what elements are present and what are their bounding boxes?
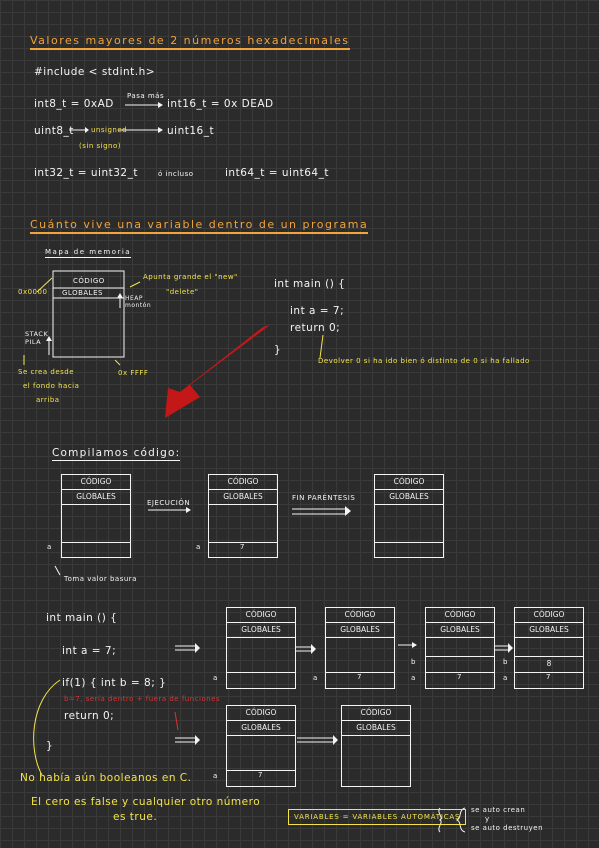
var-b: b: [411, 658, 416, 666]
globales-cell: GLOBALES: [342, 721, 410, 736]
memory-box: CÓDIGO GLOBALES: [341, 705, 411, 787]
bool-note1: No había aún booleanos en C.: [20, 772, 192, 784]
sec4-code5: }: [46, 740, 54, 752]
stack-cell: [227, 642, 295, 673]
globales-cell: GLOBALES: [227, 721, 295, 736]
var-a: a: [503, 674, 508, 682]
sec4-code1: int main () {: [46, 612, 118, 624]
var-a: a: [411, 674, 416, 682]
var-b: b: [503, 658, 508, 666]
val-7: 7: [240, 543, 245, 551]
stack-note1: Se crea desde: [18, 368, 75, 376]
bool-note3: es true.: [113, 811, 158, 823]
sec4-code2: int a = 7;: [62, 645, 117, 657]
memory-box: CÓDIGO GLOBALES 7: [425, 607, 495, 689]
codigo-cell: CÓDIGO: [209, 475, 277, 490]
memory-box: CÓDIGO GLOBALES 8 7: [514, 607, 584, 689]
brace-note2: y: [485, 815, 490, 823]
stack-cell: [426, 642, 494, 657]
arrow-label-fin: FIN PARÉNTESIS: [292, 494, 356, 502]
val-7: 7: [258, 771, 263, 779]
var-a: a: [313, 674, 318, 682]
var-a: a: [47, 543, 52, 551]
line3-right: int64_t = uint64_t: [225, 167, 329, 179]
var-a: a: [213, 772, 218, 780]
line2-note2: (sin signo): [79, 142, 121, 150]
stack-cell: [227, 740, 295, 771]
line2-note: unsigned: [91, 126, 128, 134]
line3-mid: ó incluso: [158, 170, 194, 178]
memory-box: CÓDIGO GLOBALES: [226, 607, 296, 689]
line1-arrow-label: Pasa más: [127, 92, 165, 100]
brace-note1: se auto crean: [471, 806, 526, 814]
stack-cell: [426, 657, 494, 673]
codigo-cell: CÓDIGO: [227, 608, 295, 623]
section2-title: Cuánto vive una variable dentro de un pr…: [30, 218, 369, 234]
memory-box: CÓDIGO GLOBALES 7: [325, 607, 395, 689]
line1-right: int16_t = 0x DEAD: [167, 98, 274, 110]
globales-cell: GLOBALES: [227, 623, 295, 638]
heap-label: HEAP montón: [125, 295, 152, 309]
return-note: Devolver 0 si ha ido bien ó distinto de …: [318, 357, 530, 365]
pointer-note2: "delete": [166, 288, 199, 296]
memory-box: CÓDIGO GLOBALES 7: [226, 705, 296, 787]
bool-note2: El cero es false y cualquier otro número: [31, 796, 261, 808]
line2-right: uint16_t: [167, 125, 215, 137]
include-line: #include < stdint.h>: [34, 66, 156, 78]
pointer-note1: Apunta grande el "new": [143, 273, 238, 281]
section1-title: Valores mayores de 2 números hexadecimal…: [30, 34, 350, 50]
line1-left: int8_t = 0xAD: [34, 98, 114, 110]
codigo-cell: CÓDIGO: [342, 706, 410, 721]
addr-top: 0x0000: [18, 288, 48, 296]
val-7: 7: [546, 673, 551, 681]
codigo-cell: CÓDIGO: [326, 608, 394, 623]
codigo-cell: CÓDIGO: [375, 475, 443, 490]
memory-map-subtitle: Mapa de memoria: [45, 248, 132, 258]
mem-globales: GLOBALES: [62, 289, 103, 297]
stack-note3: arriba: [36, 396, 60, 404]
codigo-cell: CÓDIGO: [62, 475, 130, 490]
sec2-code1: int main () {: [274, 278, 346, 290]
memory-box: CÓDIGO GLOBALES: [61, 474, 131, 558]
line2-left: uint8_t: [34, 125, 74, 137]
val-7: 7: [357, 673, 362, 681]
sec2-code3: return 0;: [290, 322, 341, 334]
memory-box: CÓDIGO GLOBALES: [374, 474, 444, 558]
stack-cell: [515, 642, 583, 657]
var-a: a: [213, 674, 218, 682]
sec4-code3-note: b=7, sería dentro + fuera de funciones: [64, 695, 221, 703]
globales-cell: GLOBALES: [375, 490, 443, 505]
val-7: 7: [457, 673, 462, 681]
stack-cell: [209, 509, 277, 543]
mem-codigo: CÓDIGO: [73, 277, 105, 285]
globales-cell: GLOBALES: [515, 623, 583, 638]
globales-cell: GLOBALES: [209, 490, 277, 505]
stack-label: STACK PILA: [25, 330, 49, 346]
memory-box: CÓDIGO GLOBALES 7: [208, 474, 278, 558]
codigo-cell: CÓDIGO: [426, 608, 494, 623]
codigo-cell: CÓDIGO: [515, 608, 583, 623]
stack-cell: [375, 509, 443, 543]
globales-cell: GLOBALES: [326, 623, 394, 638]
stack-note2: el fondo hacia: [23, 382, 80, 390]
garbage-note: Toma valor basura: [64, 575, 137, 583]
sec2-code2: int a = 7;: [290, 305, 345, 317]
stack-cell: [62, 509, 130, 543]
arrow-label-ejecucion: EJECUCIÓN: [147, 499, 191, 507]
sec4-code4: return 0;: [64, 710, 115, 722]
addr-bottom: 0x FFFF: [118, 369, 149, 377]
stack-cell-b: 8: [515, 657, 583, 673]
line3-left: int32_t = uint32_t: [34, 167, 138, 179]
globales-cell: GLOBALES: [62, 490, 130, 505]
section3-title: Compilamos código:: [52, 447, 181, 461]
sec2-code4: }: [274, 344, 282, 356]
var-a: a: [196, 543, 201, 551]
auto-vars-box: VARIABLES = VARIABLES AUTOMÁTICAS: [288, 809, 467, 825]
brace-note3: se auto destruyen: [471, 824, 543, 832]
globales-cell: GLOBALES: [426, 623, 494, 638]
codigo-cell: CÓDIGO: [227, 706, 295, 721]
sec4-code3: if(1) { int b = 8; }: [62, 677, 167, 689]
stack-cell: [326, 642, 394, 673]
